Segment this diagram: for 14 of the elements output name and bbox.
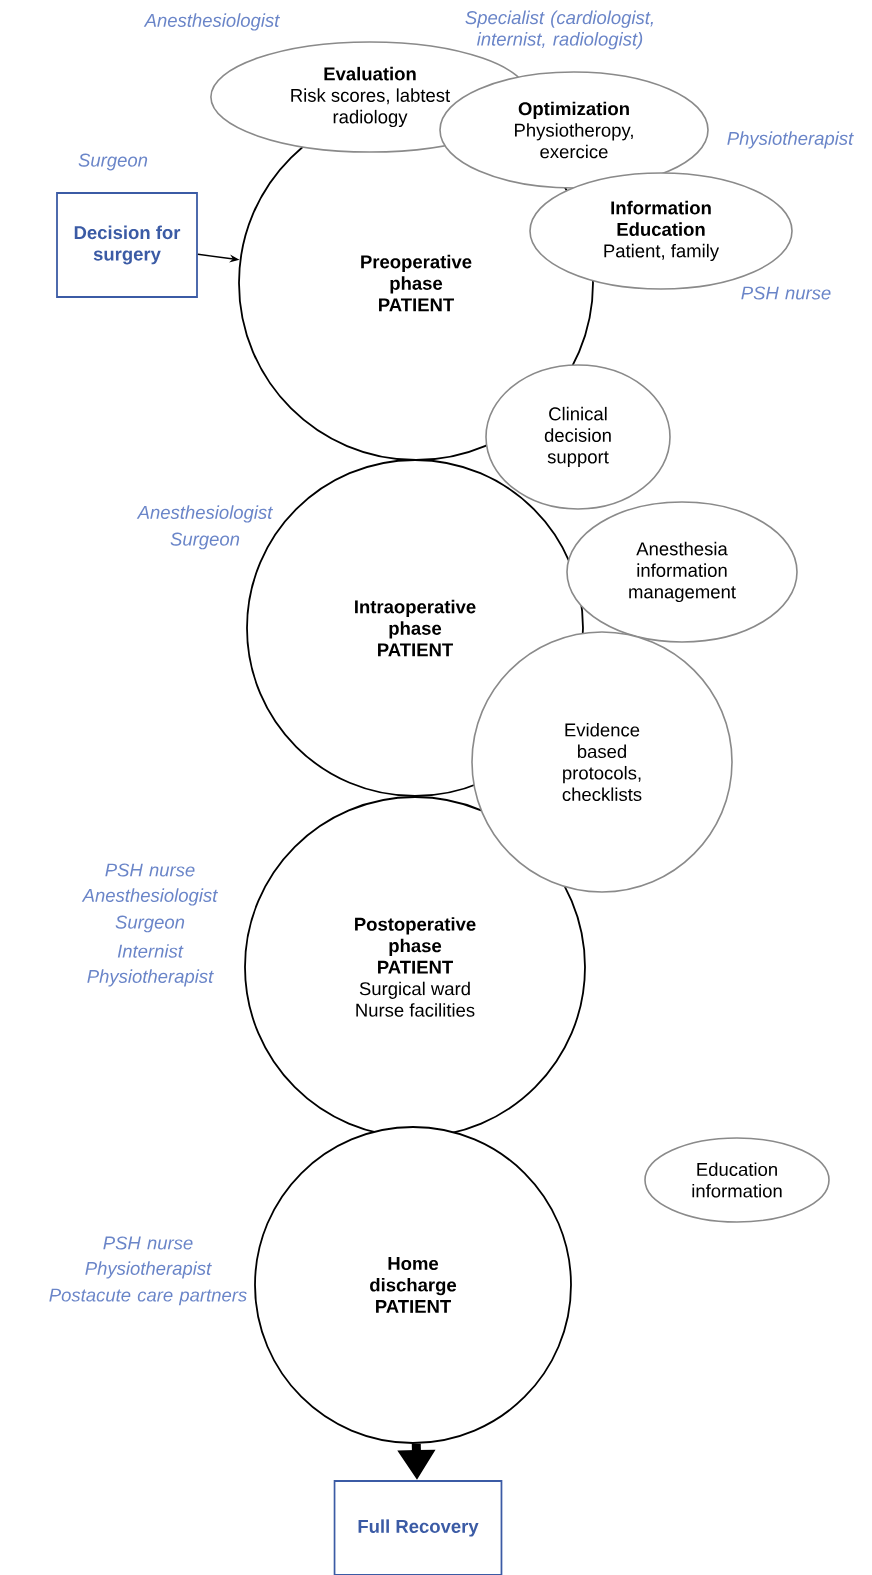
role-label: Internist bbox=[117, 944, 184, 958]
decision-box: Decision for surgery bbox=[56, 192, 198, 298]
role-label: Anesthesiologist bbox=[81, 888, 218, 906]
role-label: Postacute care partners bbox=[49, 1288, 247, 1306]
role-label: Physiotherapist bbox=[85, 1261, 212, 1279]
outcome-box: Full Recovery bbox=[333, 1480, 503, 1575]
role-label: PSH nurse bbox=[103, 1236, 193, 1250]
role-label: Anesthesiologist bbox=[143, 13, 280, 31]
role-label: Surgeon bbox=[170, 532, 240, 550]
role-label: Surgeon bbox=[115, 915, 185, 933]
role-label: Physiotherapist bbox=[727, 131, 854, 149]
role-label: Surgeon bbox=[78, 153, 148, 171]
role-label: PSH nurse bbox=[105, 863, 195, 877]
role-label: Physiotherapist bbox=[87, 969, 214, 987]
